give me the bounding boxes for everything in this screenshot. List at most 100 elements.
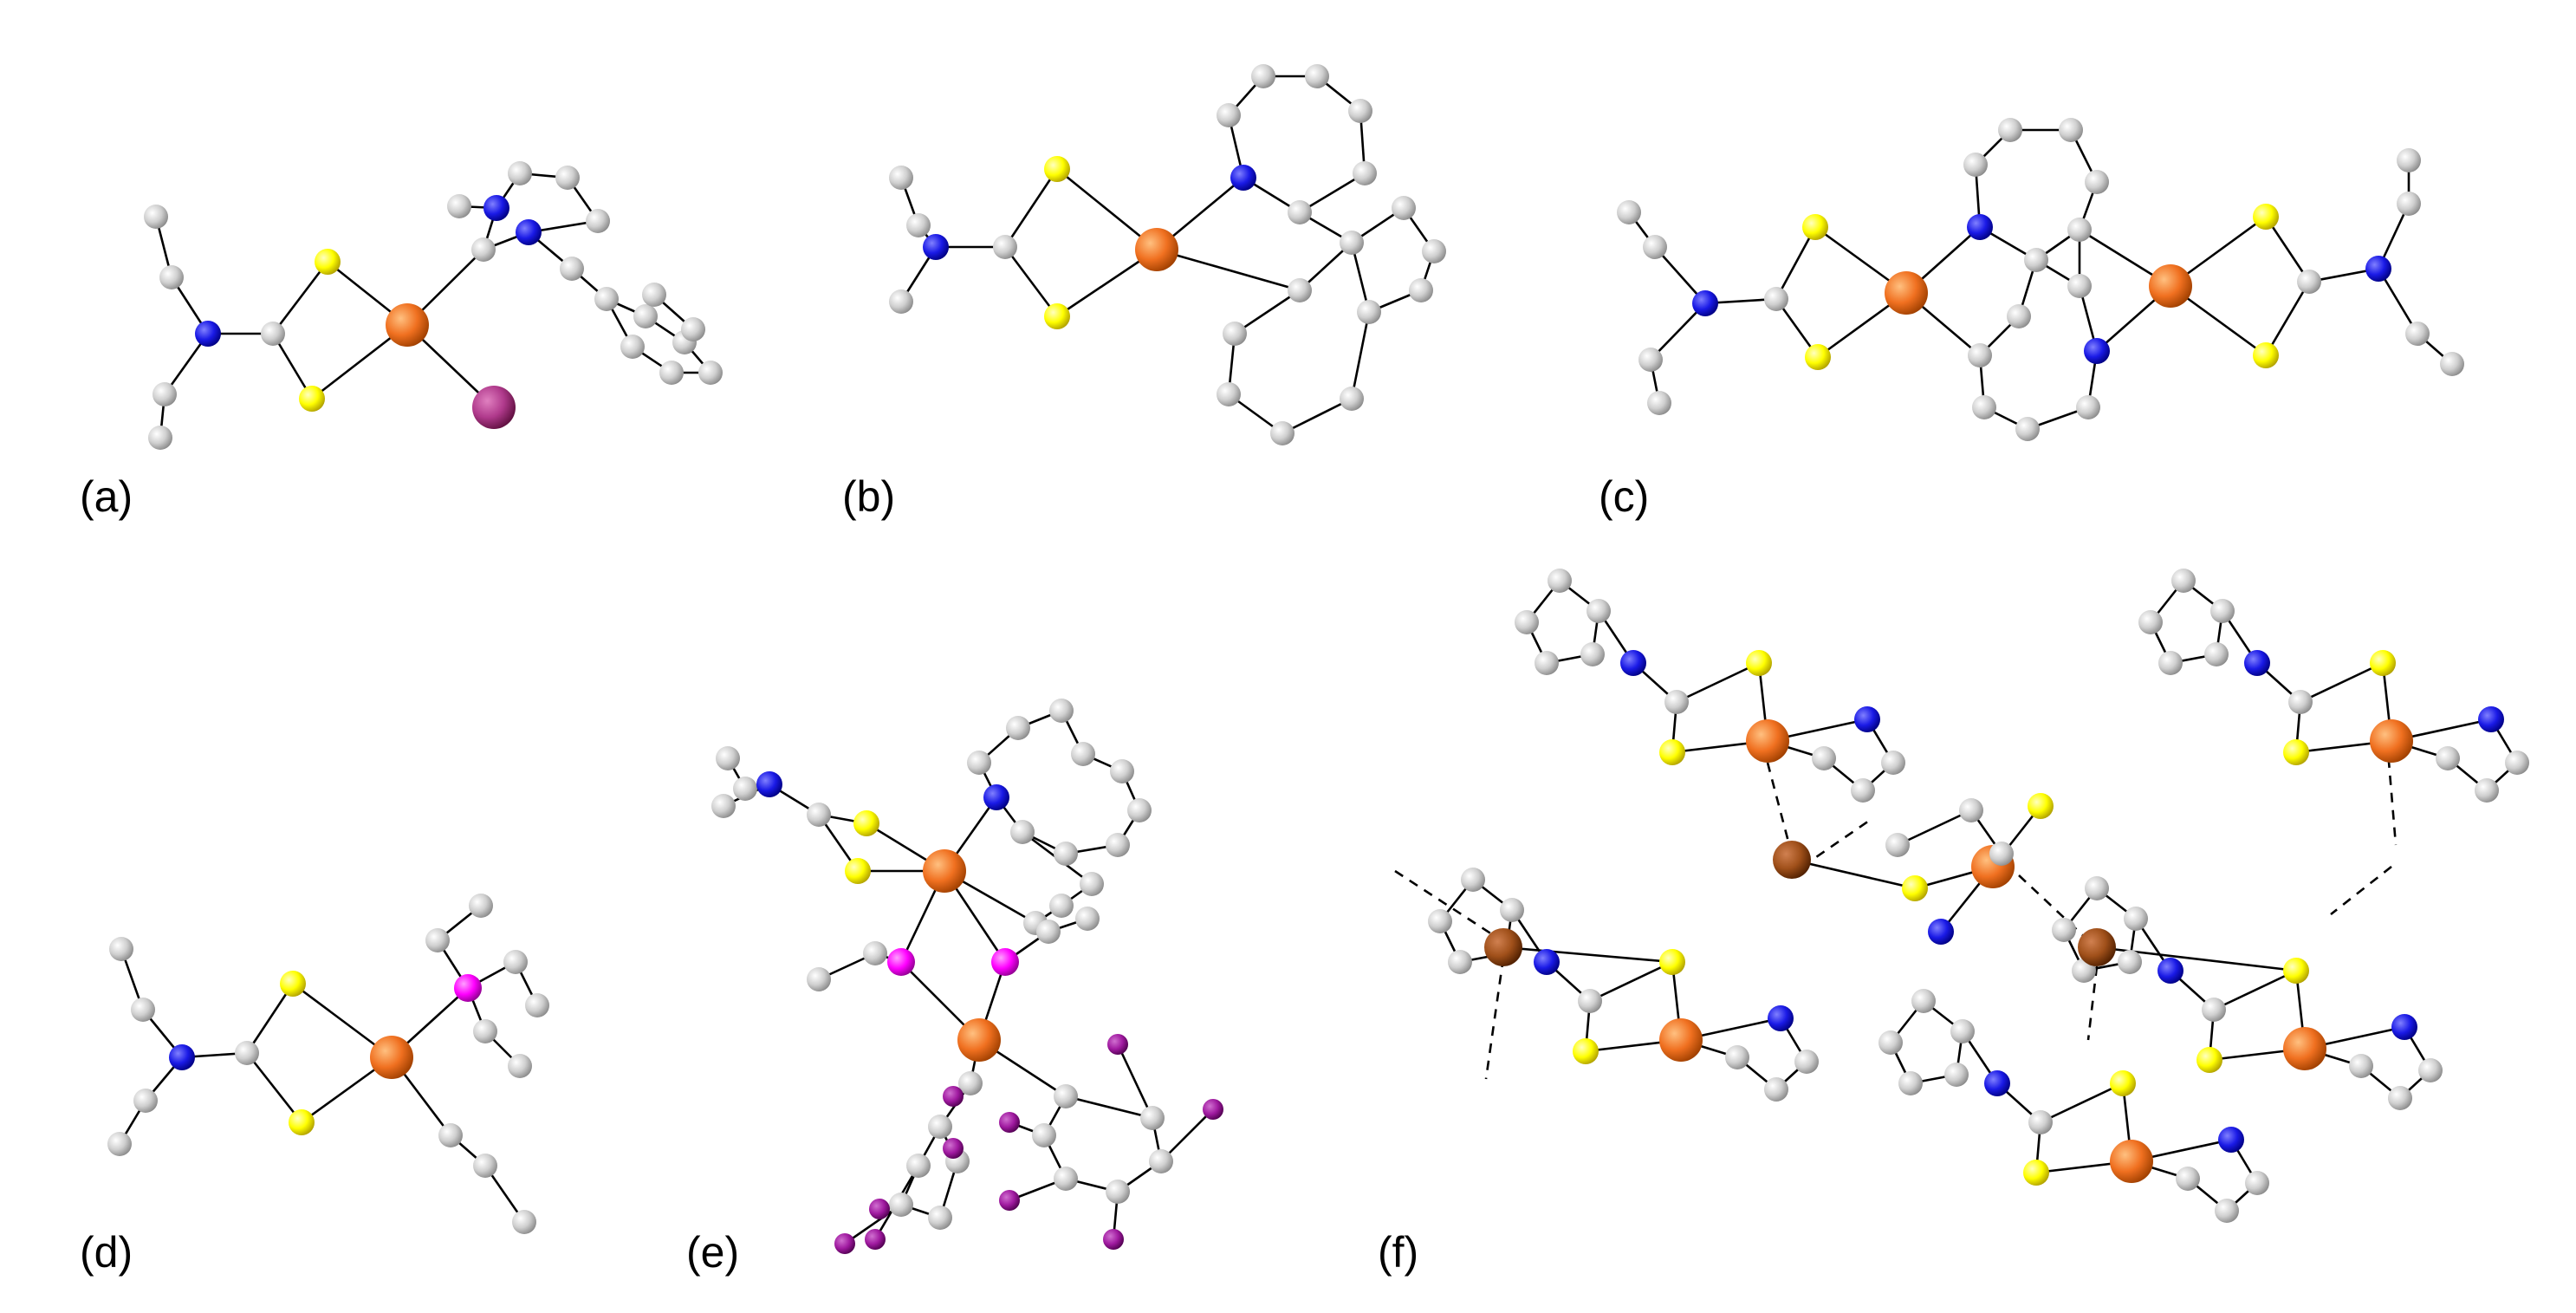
carbon-atom [1071, 742, 1095, 766]
dashed-contact [1801, 817, 1872, 868]
carbon-atom [1950, 1019, 1975, 1043]
bond [1065, 1095, 1153, 1120]
nitrogen-atom [2084, 338, 2110, 364]
sulfur-atom [1659, 949, 1685, 975]
fluorine-atom [834, 1233, 855, 1254]
carbon-atom [681, 317, 705, 341]
bond [2040, 1082, 2124, 1124]
bond [1350, 311, 1371, 400]
sulfur-atom [1805, 344, 1831, 370]
sulfur-atom [2110, 1070, 2136, 1096]
carbon-atom [144, 205, 168, 229]
carbon-atom [109, 937, 133, 961]
fluorine-atom [1103, 1229, 1124, 1250]
nitrogen-atom [516, 219, 542, 245]
carbon-atom [1353, 161, 1377, 185]
carbon-atom [2436, 746, 2460, 770]
bond [1234, 289, 1301, 335]
carbon-atom [107, 1132, 132, 1156]
bond [2213, 969, 2297, 1011]
panel-label-f: (f) [1378, 1228, 1418, 1277]
carbon-atom [425, 928, 450, 952]
carbon-atom [1006, 716, 1030, 740]
carbon-atom [131, 998, 155, 1022]
bond [1650, 302, 1706, 361]
copper-atom [957, 1018, 1001, 1062]
carbon-atom [503, 950, 528, 974]
carbon-atom [2118, 950, 2142, 974]
carbon-atom [958, 1071, 983, 1095]
bridging-copper-atom [1484, 928, 1522, 966]
carbon-atom [2288, 690, 2313, 714]
carbon-atom [2052, 918, 2076, 942]
copper-atom [2370, 719, 2413, 763]
sulfur-atom [2253, 204, 2279, 230]
nitrogen-atom [2244, 650, 2270, 676]
carbon-atom [1911, 989, 1936, 1013]
sulfur-atom [280, 971, 306, 997]
bond [1791, 858, 1916, 890]
dashed-contact [2086, 965, 2099, 1041]
carbon-atom [2059, 118, 2083, 142]
carbon-atom [2505, 751, 2529, 775]
carbon-atom [508, 161, 532, 185]
bond [2300, 661, 2384, 704]
nitrogen-atom [1534, 949, 1560, 975]
carbon-atom [1340, 231, 1364, 255]
carbon-atom [1149, 1149, 1173, 1173]
carbon-atom [2085, 170, 2109, 194]
nitrogen-atom [483, 195, 509, 221]
sulfur-atom [2283, 739, 2309, 765]
sulfur-atom [2370, 650, 2396, 676]
carbon-atom [2085, 876, 2109, 900]
copper-atom [2149, 264, 2192, 308]
carbon-atom [261, 322, 285, 346]
carbon-atom [2388, 1086, 2412, 1110]
carbon-atom [2171, 569, 2196, 593]
nitrogen-atom [1230, 165, 1256, 191]
copper-atom [370, 1036, 413, 1079]
carbon-atom [1357, 300, 1381, 324]
carbon-atom [586, 209, 610, 233]
panel-e [711, 699, 1223, 1254]
nitrogen-atom [1928, 919, 1954, 945]
carbon-atom [1881, 751, 1905, 775]
carbon-atom [1032, 1123, 1056, 1147]
carbon-atom [525, 993, 549, 1017]
panel-a [144, 161, 723, 450]
copper-atom [1885, 271, 1928, 315]
carbon-atom [2440, 352, 2464, 376]
carbon-atom [807, 967, 831, 991]
carbon-atom [1794, 1050, 1819, 1074]
carbon-atom [2475, 778, 2499, 803]
nitrogen-atom [1854, 706, 1880, 732]
carbon-atom [1223, 322, 1247, 346]
carbon-atom [2202, 998, 2226, 1022]
carbon-atom [967, 751, 991, 775]
carbon-atom [1054, 1084, 1078, 1108]
carbon-atom [1764, 287, 1788, 311]
carbon-atom [1348, 99, 1372, 123]
bond [1003, 246, 1059, 317]
carbon-atom [473, 1019, 497, 1043]
carbon-atom [2007, 304, 2031, 328]
carbon-atom [2067, 274, 2092, 298]
dashed-contact [1766, 762, 1791, 846]
bond [1160, 1108, 1214, 1162]
bond [1676, 661, 1760, 704]
carbon-atom [1998, 118, 2022, 142]
carbon-atom [1140, 1106, 1165, 1130]
copper-atom [923, 849, 966, 893]
panel-f [1394, 569, 2529, 1223]
carbon-atom [1851, 778, 1875, 803]
iodine-atom [472, 386, 516, 429]
carbon-atom [1340, 387, 1364, 411]
nitrogen-atom [1620, 650, 1646, 676]
carbon-atom [1535, 651, 1559, 675]
carbon-atom [2245, 1171, 2269, 1195]
carbon-atom [1392, 196, 1416, 220]
carbon-atom [642, 283, 666, 307]
carbon-atom [1548, 569, 1572, 593]
bond [271, 261, 329, 335]
carbon-atom [733, 777, 757, 801]
